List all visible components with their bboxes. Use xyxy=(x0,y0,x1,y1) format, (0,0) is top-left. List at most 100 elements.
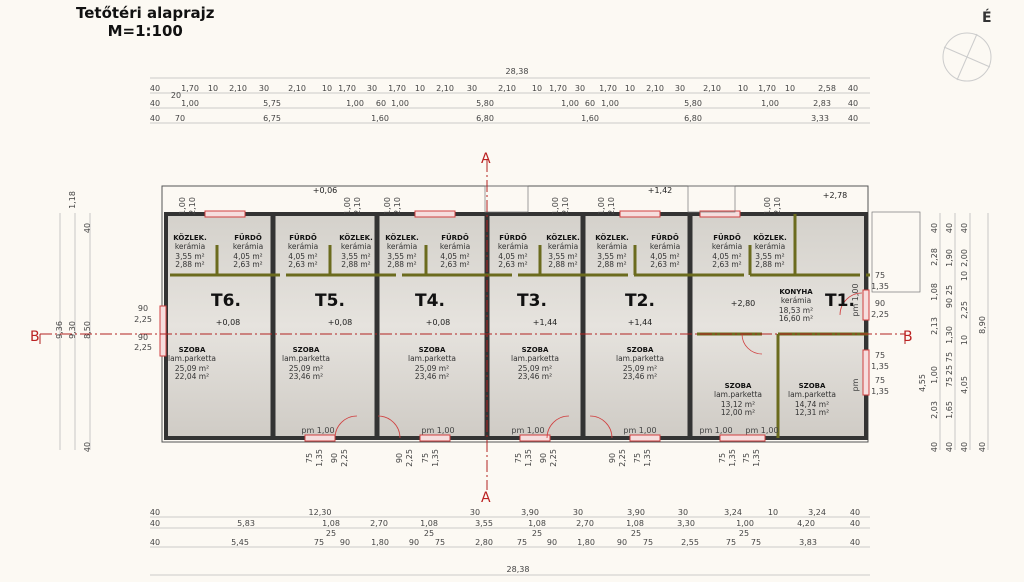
door-dimension: 2,10 xyxy=(561,197,570,215)
door-dimension: 90 xyxy=(330,453,339,463)
dimension-label: 9,36 xyxy=(55,321,64,339)
door-dimension: 2,10 xyxy=(353,197,362,215)
dimension-label: 30 xyxy=(678,508,688,517)
dimension-label: 1,60 xyxy=(371,114,389,123)
door-dimension: 90 xyxy=(395,453,404,463)
room-szoba-net-area: 23,46 m² xyxy=(518,372,552,381)
dimension-label: 40 xyxy=(848,114,858,123)
room-szoba: SZOBA xyxy=(725,382,752,390)
drawing-scale: M=1:100 xyxy=(107,22,183,40)
dimension-label: 30 xyxy=(467,84,477,93)
dimension-label: 75 xyxy=(875,271,885,280)
dimension-label: 4,20 xyxy=(797,519,815,528)
dimension-label: 90 xyxy=(547,538,557,547)
room-szoba-2-area: 14,74 m² xyxy=(795,400,829,409)
dimension-label: 10 xyxy=(532,84,542,93)
level-mark: +1,44 xyxy=(533,318,558,327)
window-label: pm 1,00 xyxy=(745,426,778,435)
room-kozlekedo: KÖZLEK. xyxy=(173,233,206,242)
dimension-label: 10 xyxy=(208,84,218,93)
dimension-label: 40 xyxy=(83,223,92,233)
dimension-label: 75 xyxy=(517,538,527,547)
room-kozlekedo: KÖZLEK. xyxy=(339,233,372,242)
room-kozlekedo-floor: kerámia xyxy=(548,242,578,251)
room-szoba-area: 25,09 m² xyxy=(415,364,449,373)
dimension-label: 1,70 xyxy=(599,84,617,93)
room-furdo: FÜRDŐ xyxy=(234,233,262,242)
door-dimension: 2,25 xyxy=(340,449,349,467)
dimension-label: 1,00 xyxy=(181,99,199,108)
room-furdo-floor: kerámia xyxy=(650,242,680,251)
level-mark: +0,08 xyxy=(426,318,451,327)
door-dimension: 1,00 xyxy=(383,197,392,215)
door-dimension: 1,35 xyxy=(524,449,533,467)
room-furdo: FÜRDŐ xyxy=(651,233,679,242)
dimension-label: 1,80 xyxy=(577,538,595,547)
room-szoba: SZOBA xyxy=(419,346,446,354)
dimension-label: 25 xyxy=(424,529,434,538)
dimension-label: 75 xyxy=(945,352,954,362)
dimension-label: 6,80 xyxy=(684,114,702,123)
dimension-label: 1,70 xyxy=(338,84,356,93)
door-dimension: 1,35 xyxy=(728,449,737,467)
room-szoba-net-area: 23,46 m² xyxy=(415,372,449,381)
room-szoba-area: 25,09 m² xyxy=(289,364,323,373)
room-furdo-area: 4,05 m² xyxy=(498,252,527,261)
dimension-label: 30 xyxy=(470,508,480,517)
door-dimension: 2,10 xyxy=(188,197,197,215)
section-b-right: B xyxy=(903,329,913,345)
dimension-label: 10 xyxy=(785,84,795,93)
dimension-label: 1,08 xyxy=(420,519,438,528)
dimension-label: 4,05 xyxy=(960,376,969,394)
dimension-label: 70 xyxy=(175,114,185,123)
dimension-label: 40 xyxy=(848,99,858,108)
door-dimension: 2,10 xyxy=(607,197,616,215)
dimension-label: 75 xyxy=(751,538,761,547)
dimension-label: 2,25 xyxy=(134,315,152,324)
dimension-label: 5,80 xyxy=(684,99,702,108)
room-kozlekedo-net-area: 2,88 m² xyxy=(548,260,577,269)
room-konyha-floor: kerámia xyxy=(781,296,811,305)
door-dimension: 1,00 xyxy=(551,197,560,215)
room-szoba-net-area: 23,46 m² xyxy=(289,372,323,381)
room-szoba-area: 25,09 m² xyxy=(175,364,209,373)
room-furdo-net-area: 2,63 m² xyxy=(650,260,679,269)
dimension-label: 2,10 xyxy=(646,84,664,93)
dimension-label: 25 xyxy=(326,529,336,538)
dimension-label: 75 xyxy=(875,376,885,385)
dimension-label: 30 xyxy=(675,84,685,93)
room-kozlekedo-net-area: 2,88 m² xyxy=(387,260,416,269)
dimension-label: 1,00 xyxy=(736,519,754,528)
dimension-label: 75 xyxy=(875,351,885,360)
room-konyha-area: 18,53 m² xyxy=(779,306,813,315)
dimension-label: 75 xyxy=(945,377,954,387)
door-dimension: 1,00 xyxy=(178,197,187,215)
window-label: pm 1,00 xyxy=(699,426,732,435)
dimension-label: 25 xyxy=(945,365,954,375)
door-dimension: 90 xyxy=(608,453,617,463)
door-dimension: 1,35 xyxy=(315,449,324,467)
dimension-label: 5,75 xyxy=(263,99,281,108)
dimension-label: 1,08 xyxy=(322,519,340,528)
dimension-label: 40 xyxy=(850,508,860,517)
window-label: pm xyxy=(851,378,860,391)
dimension-label: 90 xyxy=(875,299,885,308)
windows xyxy=(159,210,870,442)
dimension-label: 1,70 xyxy=(758,84,776,93)
dimension-label: 1,00 xyxy=(346,99,364,108)
room-kozlekedo-area: 3,55 m² xyxy=(548,252,577,261)
door-dimension: 1,00 xyxy=(597,197,606,215)
section-a-bottom: A xyxy=(481,490,491,506)
dimension-label: 8,50 xyxy=(83,321,92,339)
drawing-title: Tetőtéri alaprajz xyxy=(76,4,215,22)
window-label: pm 1,00 xyxy=(301,426,334,435)
plan-labels: 40 1,70 10 2,10 30 2,10 10 1,70 30 1,70 10 2,10 30 2,… xyxy=(55,67,987,574)
room-szoba: SZOBA xyxy=(522,346,549,354)
dimension-label: 6,75 xyxy=(263,114,281,123)
dimension-label: 5,45 xyxy=(231,538,249,547)
dimension-label: 40 xyxy=(83,442,92,452)
dimension-label: 1,00 xyxy=(601,99,619,108)
dimension-label: 2,28 xyxy=(930,248,939,266)
dimension-label: 2,10 xyxy=(498,84,516,93)
section-a-top: A xyxy=(481,151,491,167)
